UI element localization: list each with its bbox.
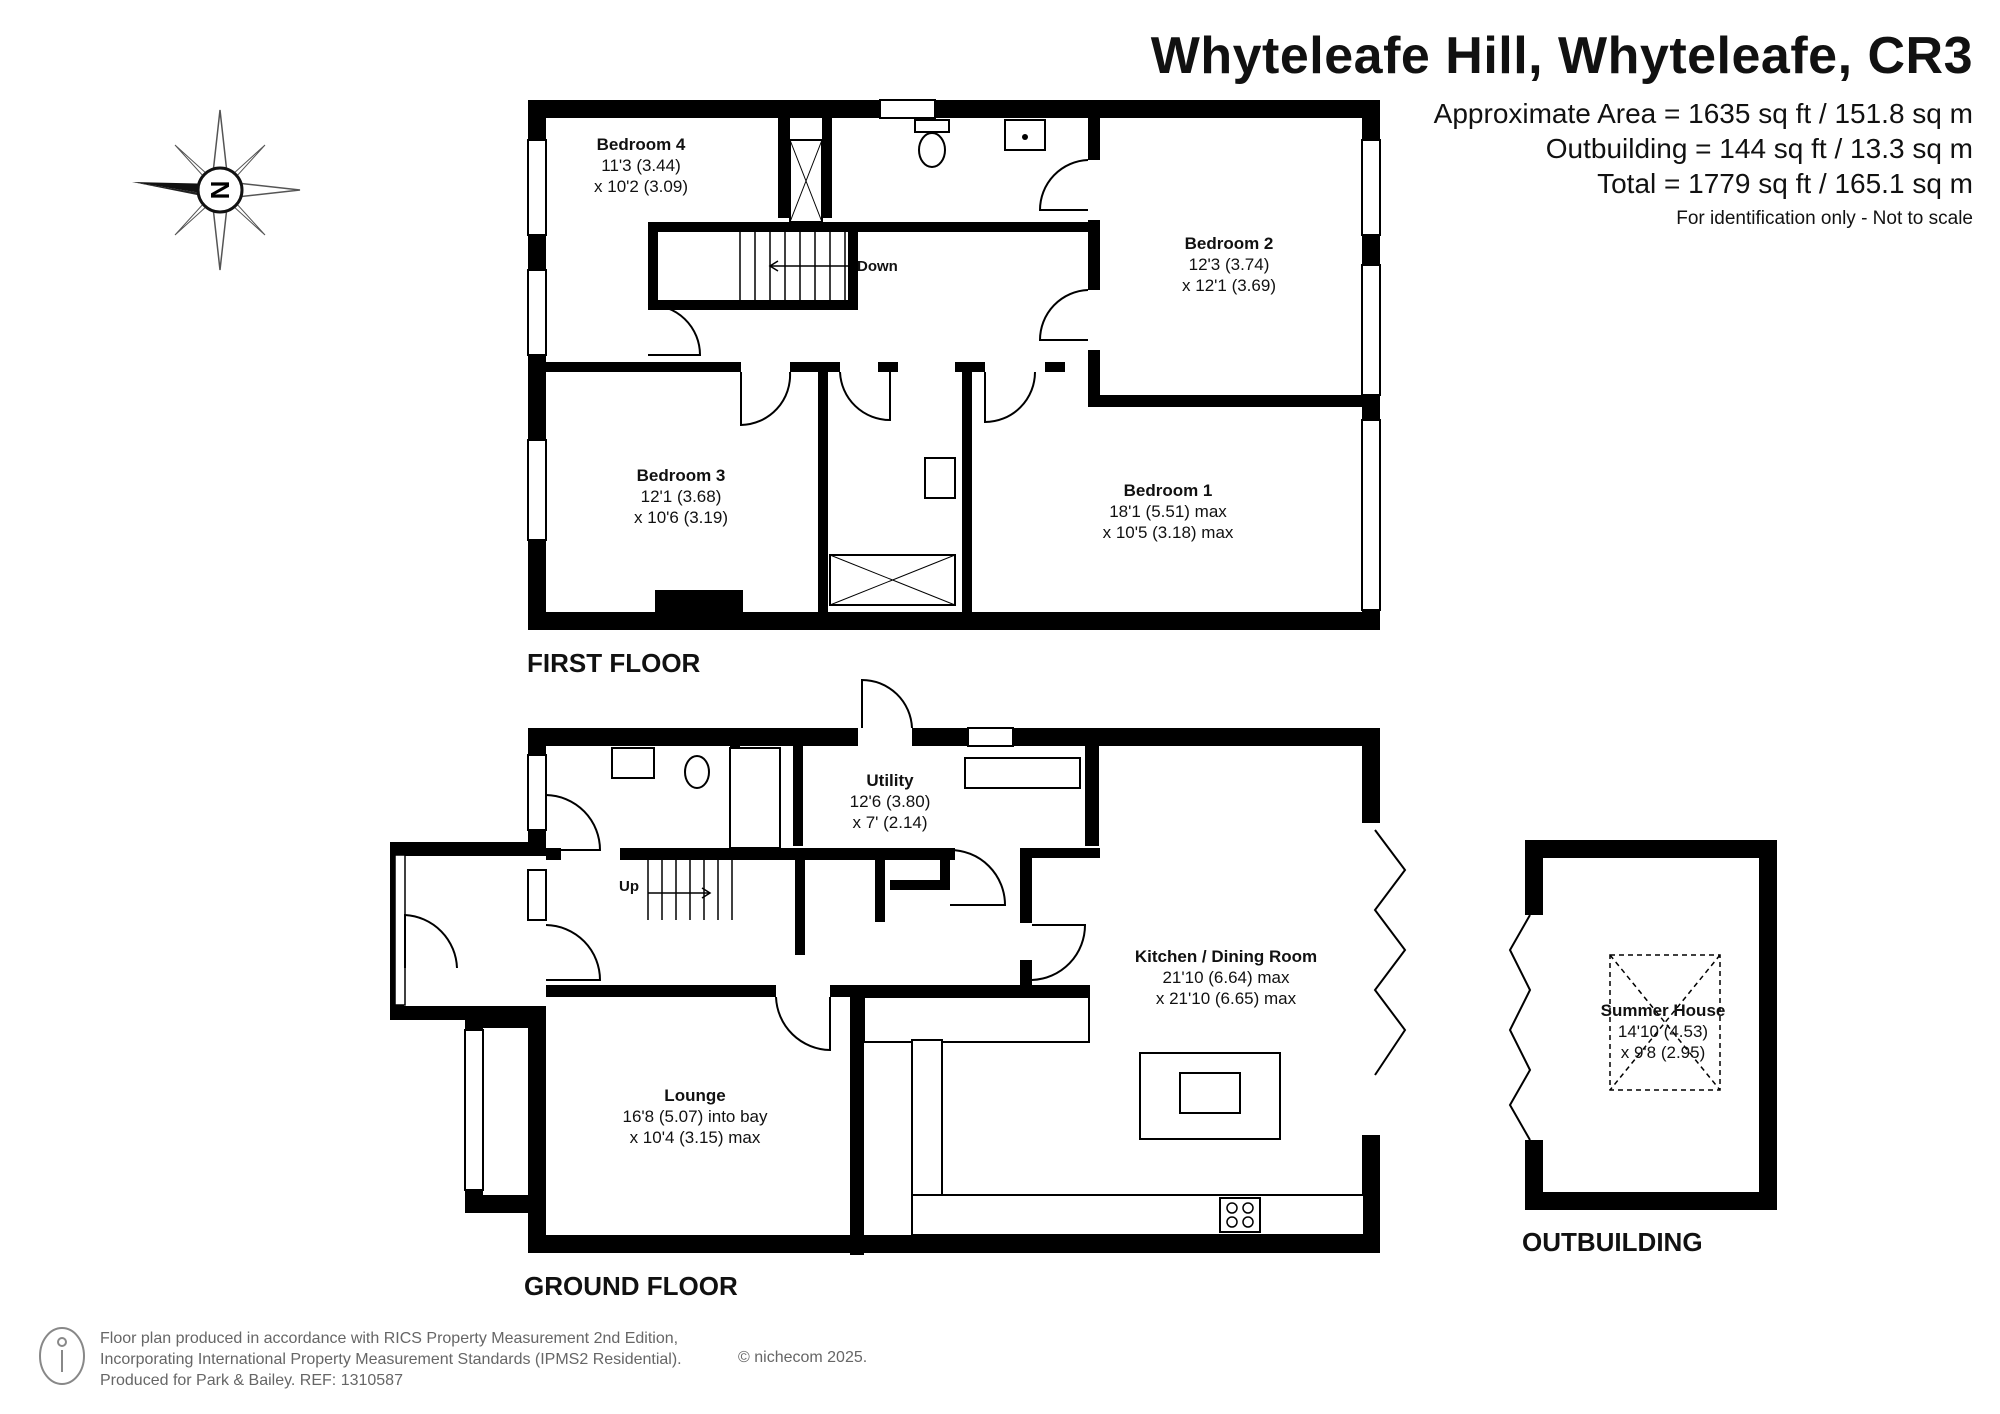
footer-line: Produced for Park & Bailey. REF: 1310587 xyxy=(100,1372,403,1389)
compass-rose-icon: N xyxy=(132,109,301,271)
outbuilding-plan xyxy=(1508,840,1777,1210)
room-summer-house: Summer House 14'10 (4.53) x 9'8 (2.95) xyxy=(1600,1001,1726,1062)
first-floor-plan xyxy=(527,99,1381,630)
ground-floor-plan xyxy=(390,678,1407,1255)
room-bedroom-1: Bedroom 1 18'1 (5.51) max x 10'5 (3.18) … xyxy=(1102,481,1234,542)
total-area: Total = 1779 sq ft / 165.1 sq m xyxy=(1597,168,1973,199)
room-bedroom-3: Bedroom 3 12'1 (3.68) x 10'6 (3.19) xyxy=(634,466,728,527)
room-bedroom-4: Bedroom 4 11'3 (3.44) x 10'2 (3.09) xyxy=(594,135,688,196)
approximate-area: Approximate Area = 1635 sq ft / 151.8 sq… xyxy=(1433,98,1973,129)
identification-note: For identification only - Not to scale xyxy=(1676,208,1973,229)
footer-line: Floor plan produced in accordance with R… xyxy=(100,1330,679,1347)
property-title: Whyteleafe Hill, Whyteleafe, CR3 xyxy=(1150,27,1973,85)
ground-floor-label: GROUND FLOOR xyxy=(524,1271,738,1301)
first-floor-label: FIRST FLOOR xyxy=(527,648,701,678)
outbuilding-area: Outbuilding = 144 sq ft / 13.3 sq m xyxy=(1545,133,1973,164)
outbuilding-label: OUTBUILDING xyxy=(1522,1227,1703,1257)
person-scale-icon xyxy=(39,1327,85,1385)
room-lounge: Lounge 16'8 (5.07) into bay x 10'4 (3.15… xyxy=(622,1086,768,1147)
footer-notes: Floor plan produced in accordance with R… xyxy=(100,1328,682,1391)
footer-line: Incorporating International Property Mea… xyxy=(100,1351,682,1368)
room-kitchen-dining: Kitchen / Dining Room 21'10 (6.64) max x… xyxy=(1134,947,1318,1008)
stairs-up-label: Up xyxy=(619,878,639,895)
room-utility: Utility 12'6 (3.80) x 7' (2.14) xyxy=(849,771,931,832)
compass-letter: N xyxy=(205,181,235,200)
room-bedroom-2: Bedroom 2 12'3 (3.74) x 12'1 (3.69) xyxy=(1182,234,1276,295)
skylight-icon xyxy=(1609,954,1721,1091)
stairs-down-label: Down xyxy=(857,258,898,275)
copyright-credit: © nichecom 2025. xyxy=(738,1349,868,1366)
